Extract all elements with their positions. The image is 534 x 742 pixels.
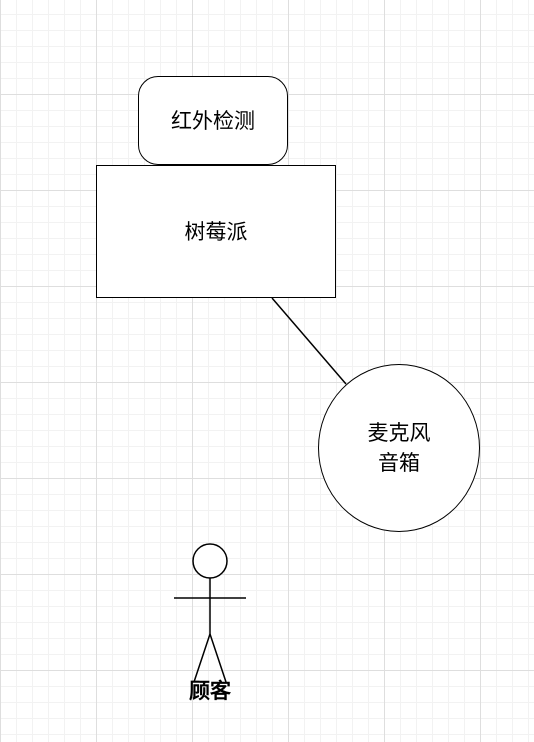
raspberry-pi-node[interactable]: 树莓派 bbox=[96, 165, 336, 298]
mic-speaker-label-line-2: 音箱 bbox=[378, 451, 420, 475]
infrared-detection-label: 红外检测 bbox=[171, 108, 255, 133]
connector-line bbox=[271, 297, 347, 385]
infrared-detection-node[interactable]: 红外检测 bbox=[138, 76, 288, 165]
actor-left-leg bbox=[193, 633, 211, 683]
customer-actor-label: 顾客 bbox=[189, 679, 231, 703]
customer-actor-icon[interactable] bbox=[172, 543, 248, 683]
actor-right-leg bbox=[209, 633, 227, 683]
mic-speaker-label-line-1: 麦克风 bbox=[367, 421, 431, 445]
mic-speaker-node[interactable]: 麦克风 音箱 bbox=[318, 364, 480, 532]
raspberry-pi-label: 树莓派 bbox=[184, 219, 248, 244]
actor-head bbox=[192, 543, 228, 579]
